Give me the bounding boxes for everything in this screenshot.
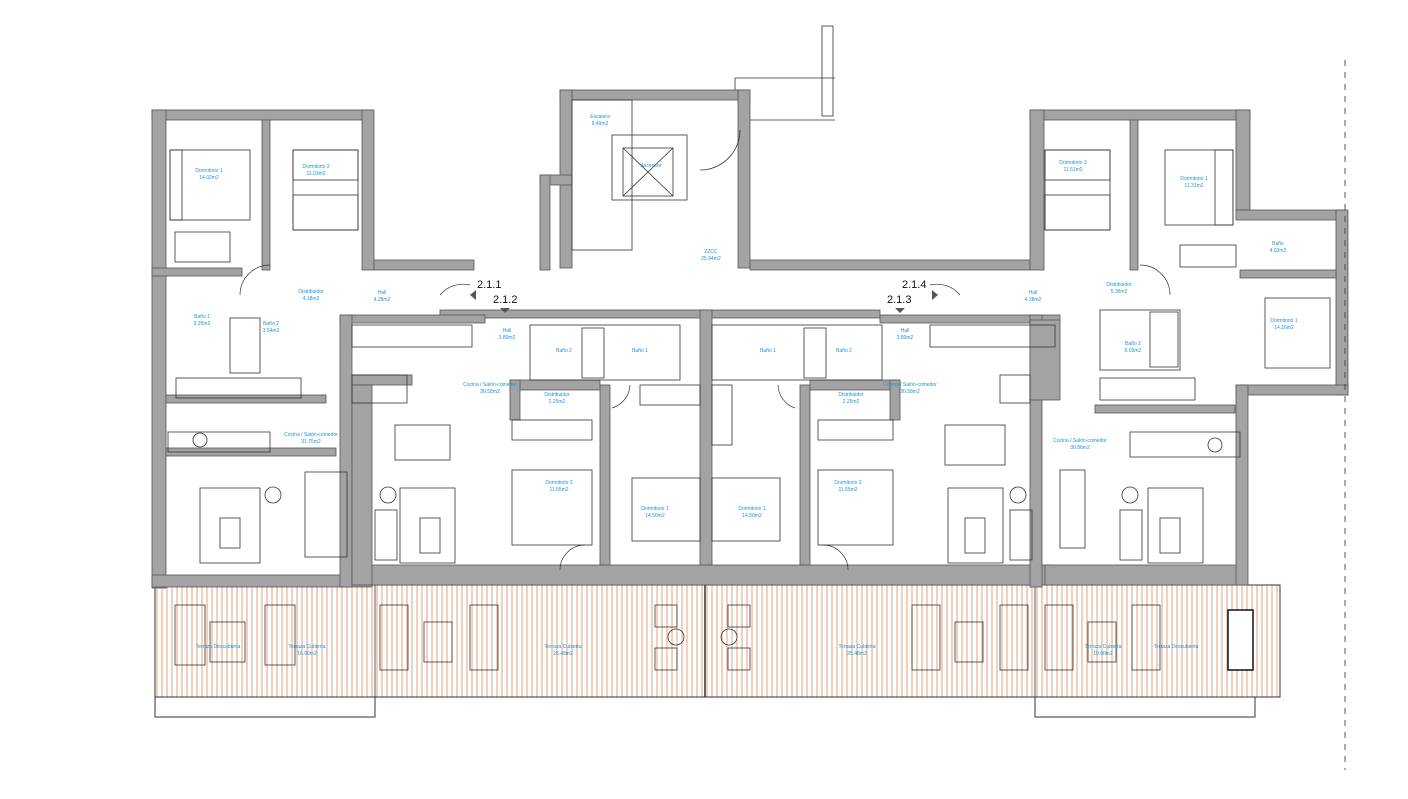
room-name-r24: Cocina / Salón-comedor	[883, 382, 937, 388]
room-name-r23: Hall	[901, 328, 910, 334]
room-area-r11: 3.80m2	[499, 335, 516, 341]
room-area-r3: 4.18m2	[303, 296, 320, 302]
room-name-r32: Cocina / Salón-comedor	[1053, 438, 1107, 444]
room-area-r7: 31.75m2	[301, 439, 321, 445]
room-name-r12: Cocina / Salón-comedor	[463, 382, 517, 388]
unit-labels: 2.1.1 2.1.2 2.1.3 2.1.4	[470, 279, 938, 313]
room-area-r17: 14.50m2	[645, 513, 665, 519]
room-area-r16: 11.55m2	[549, 487, 568, 493]
room-name-r11: Hall	[503, 328, 512, 334]
room-name-r20: Baño 2	[836, 348, 852, 354]
terrace-strip	[154, 584, 1281, 718]
room-name-r7: Cocina / Salón-comedor	[284, 432, 338, 438]
room-area-r24: 30.58m2	[900, 389, 920, 395]
unit-label-214: 2.1.4	[902, 279, 926, 291]
room-area-r10: 25.94m2	[701, 256, 721, 262]
room-name-r31: Baño 2	[1125, 341, 1141, 347]
room-area-r27: 4.28m2	[1025, 297, 1042, 303]
room-name-r19: Baño 1	[760, 348, 776, 354]
door-swings	[239, 264, 1171, 571]
room-area-r1: 14.02m2	[199, 175, 219, 181]
room-area-r26: 11.31m2	[1184, 183, 1203, 189]
room-area-r29: 4.02m2	[1270, 248, 1287, 254]
room-area-r25: 11.51m2	[1063, 167, 1082, 173]
room-area-r23: 3.80m2	[897, 335, 914, 341]
room-name-r6: Baño 2	[263, 321, 279, 327]
walls	[151, 89, 1349, 589]
room-name-r9: Ascensor	[641, 163, 662, 169]
room-name-r25: Dormitorio 3	[1059, 160, 1086, 166]
unit-label-212: 2.1.2	[493, 294, 517, 306]
room-area-r2: 11.03m2	[306, 171, 325, 177]
unit-arrow-211	[470, 290, 476, 300]
room-name-r18: Dormitorio 1	[738, 506, 765, 512]
room-name-r8: Escalera	[590, 114, 610, 120]
room-name-r3: Distribuidor	[298, 289, 324, 295]
room-area-r6: 3.54m2	[263, 328, 280, 334]
room-area-r28: 5.36m2	[1111, 289, 1128, 295]
room-name-r1: Dormitorio 1	[195, 168, 222, 174]
room-area-r5: 3.25m2	[194, 321, 211, 327]
room-name-r27: Hall	[1029, 290, 1038, 296]
room-name-r17: Dormitorio 1	[641, 506, 668, 512]
room-area-r15: 2.25m2	[549, 399, 566, 405]
room-area-r34: 16.90m2	[297, 651, 317, 657]
unit-label-211: 2.1.1	[477, 279, 501, 291]
room-area-r21: 2.25m2	[843, 399, 860, 405]
room-name-r36: Terraza Cubierta	[839, 644, 876, 650]
room-area-r18: 14.50m2	[742, 513, 762, 519]
room-name-r15: Distribuidor	[544, 392, 570, 398]
room-area-r30: 14.16m2	[1274, 325, 1294, 331]
room-name-r29: Baño	[1272, 241, 1284, 247]
room-area-r37: 10.90m2	[1093, 651, 1113, 657]
room-area-r8: 9.49m2	[592, 121, 609, 127]
room-name-r13: Baño 2	[556, 348, 572, 354]
room-name-r16: Dormitorio 2	[545, 480, 572, 486]
room-name-r10: ZZCC	[704, 249, 718, 255]
room-area-r22: 11.55m2	[838, 487, 857, 493]
room-name-r22: Dormitorio 2	[834, 480, 861, 486]
room-area-r12: 30.58m2	[480, 389, 500, 395]
room-name-r37: Terraza Cubierta	[1085, 644, 1122, 650]
room-area-r36: 25.48m2	[847, 651, 867, 657]
unit-arrow-213	[895, 308, 905, 313]
room-area-r31: 5.03m2	[1125, 348, 1142, 354]
room-name-r34: Terraza Cubierta	[289, 644, 326, 650]
room-name-r35: Terraza Cubierta	[545, 644, 582, 650]
room-name-r38: Terraza Descubierta	[1154, 644, 1199, 650]
room-name-r28: Distribuidor	[1106, 282, 1132, 288]
room-area-r35: 25.48m2	[553, 651, 573, 657]
unit-arrow-212	[500, 308, 510, 313]
room-name-r30: Dormitorio 1	[1270, 318, 1297, 324]
unit-label-213: 2.1.3	[887, 294, 911, 306]
room-area-r4: 4.28m2	[374, 297, 391, 303]
room-name-r5: Baño 1	[194, 314, 210, 320]
room-name-r4: Hall	[378, 290, 387, 296]
unit-arrow-214	[932, 290, 938, 300]
interior-lines	[167, 25, 1346, 770]
room-name-r14: Baño 1	[632, 348, 648, 354]
room-area-r32: 30.86m2	[1070, 445, 1090, 451]
room-name-r33: Terraza Descubierta	[196, 644, 241, 650]
room-name-r2: Dormitorio 2	[302, 164, 329, 170]
room-name-r26: Dormitorio 1	[1180, 176, 1207, 182]
room-name-r21: Distribuidor	[838, 392, 864, 398]
